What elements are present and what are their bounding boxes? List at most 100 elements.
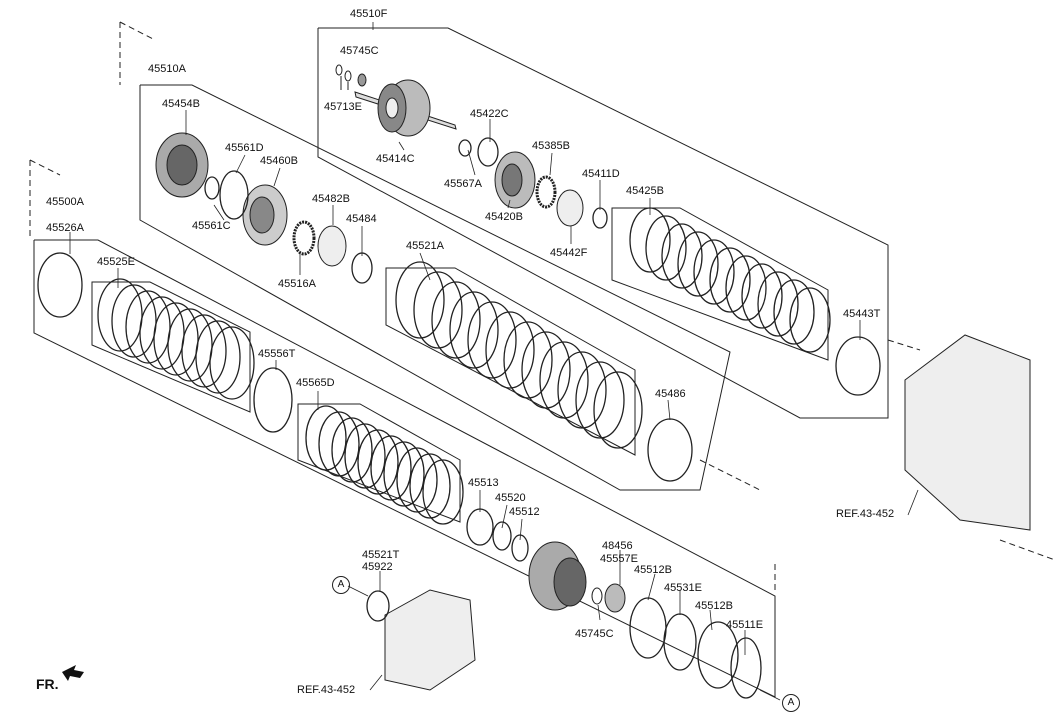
disc-45521A-12 [593, 371, 643, 449]
label-45526A: 45526A [46, 222, 84, 234]
disc-45521A-6 [485, 311, 535, 389]
frame-45425B [611, 207, 829, 361]
label-45561C: 45561C [192, 220, 231, 232]
disc-45521A-3 [431, 281, 481, 359]
label-45521T: 45521T [362, 549, 400, 561]
disc-45521A-1 [395, 261, 445, 339]
label-45922: 45922 [362, 561, 393, 573]
disc-45525E-8 [195, 320, 241, 394]
frame-45521A [385, 267, 636, 456]
ring-45556T [253, 367, 293, 433]
label-45745C-bot: 45745C [575, 628, 614, 640]
ref-link-bottom[interactable]: REF.43-452 [297, 684, 356, 696]
label-45443T: 45443T [843, 308, 881, 320]
ring-45526A [37, 252, 83, 318]
label-45512: 45512 [509, 506, 540, 518]
disc-45565D-9 [409, 453, 451, 519]
frame-45525E [91, 281, 251, 413]
disc-45425B-3 [661, 223, 703, 289]
bearing-45516A [292, 220, 316, 256]
disc-45425B-6 [709, 247, 751, 313]
disc-45565D-8 [396, 447, 438, 513]
label-45411D: 45411D [582, 168, 620, 180]
ring-45411D [592, 207, 608, 229]
label-45512B-1: 45512B [634, 564, 672, 576]
disc-45565D-10 [422, 459, 464, 525]
bearing-45385B [535, 175, 557, 209]
housing-left [384, 589, 476, 691]
label-45425B: 45425B [626, 185, 664, 197]
label-45511E: 45511E [726, 619, 764, 631]
disc-45525E-2 [111, 284, 157, 358]
label-45713E: 45713E [324, 101, 362, 113]
disc-45525E-9 [209, 326, 255, 400]
disc-45425B-7 [725, 255, 767, 321]
disc-45521A-8 [521, 331, 571, 409]
frame-45565D [297, 403, 461, 523]
label-45521A: 45521A [406, 240, 444, 252]
disc-45565D-5 [357, 429, 399, 495]
ring-45713E-a [335, 64, 343, 76]
ring-45512B-2 [697, 621, 739, 689]
disc-45525E-7 [181, 314, 227, 388]
label-45565D: 45565D [296, 377, 335, 389]
label-45525E: 45525E [97, 256, 135, 268]
label-45516A: 45516A [278, 278, 316, 290]
label-45460B: 45460B [260, 155, 298, 167]
disc-45521A-11 [575, 361, 625, 439]
disc-45525E-5 [153, 302, 199, 376]
disc-45425B-4 [677, 231, 719, 297]
frame-45500A [33, 239, 776, 698]
ring-45484 [351, 252, 373, 284]
ring-45561D [219, 170, 249, 220]
label-45422C: 45422C [470, 108, 509, 120]
label-45745C-top: 45745C [340, 45, 379, 57]
disc-45525E-3 [125, 290, 171, 364]
label-45486: 45486 [655, 388, 686, 400]
disc-45521A-10 [557, 351, 607, 429]
ring-45486 [647, 418, 693, 482]
label-45557E: 45557E [600, 553, 638, 565]
disc-45425B-8 [741, 263, 783, 329]
ring-45511E [730, 637, 762, 699]
label-45484: 45484 [346, 213, 377, 225]
label-48456: 48456 [602, 540, 633, 552]
ring-45443T [835, 336, 881, 396]
label-45567A: 45567A [444, 178, 482, 190]
disc-45565D-6 [370, 435, 412, 501]
fr-arrow-icon [62, 665, 84, 681]
disc-45425B-10 [773, 279, 815, 345]
label-45385B: 45385B [532, 140, 570, 152]
label-45510A: 45510A [148, 63, 186, 75]
disc-45425B-11 [789, 287, 831, 353]
housing-right [904, 334, 1031, 531]
label-45500A: 45500A [46, 196, 84, 208]
label-45510F: 45510F [350, 8, 388, 20]
label-45442F: 45442F [550, 247, 588, 259]
label-45482B: 45482B [312, 193, 350, 205]
marker-a-top: A [332, 576, 350, 594]
front-direction-label: FR. [36, 676, 59, 692]
disc-45565D-3 [331, 417, 373, 483]
disc-45521A-7 [503, 321, 553, 399]
label-45561D: 45561D [225, 142, 264, 154]
label-45513: 45513 [468, 477, 499, 489]
disc-45425B-5 [693, 239, 735, 305]
ring-45745C-top [357, 73, 367, 87]
disc-45565D-7 [383, 441, 425, 507]
disc-45565D-2 [318, 411, 360, 477]
plate-45482B [317, 225, 347, 267]
ring-45512 [511, 534, 529, 562]
disc-45521A-9 [539, 341, 589, 419]
disc-45525E-4 [139, 296, 185, 370]
ref-link-right[interactable]: REF.43-452 [836, 508, 895, 520]
ring-45713E-b [344, 70, 352, 82]
ring-45520 [492, 521, 512, 551]
ring-45513 [466, 508, 494, 546]
label-45531E: 45531E [664, 582, 702, 594]
disc-45425B-9 [757, 271, 799, 337]
label-45520: 45520 [495, 492, 526, 504]
ring-45531E [663, 613, 697, 671]
